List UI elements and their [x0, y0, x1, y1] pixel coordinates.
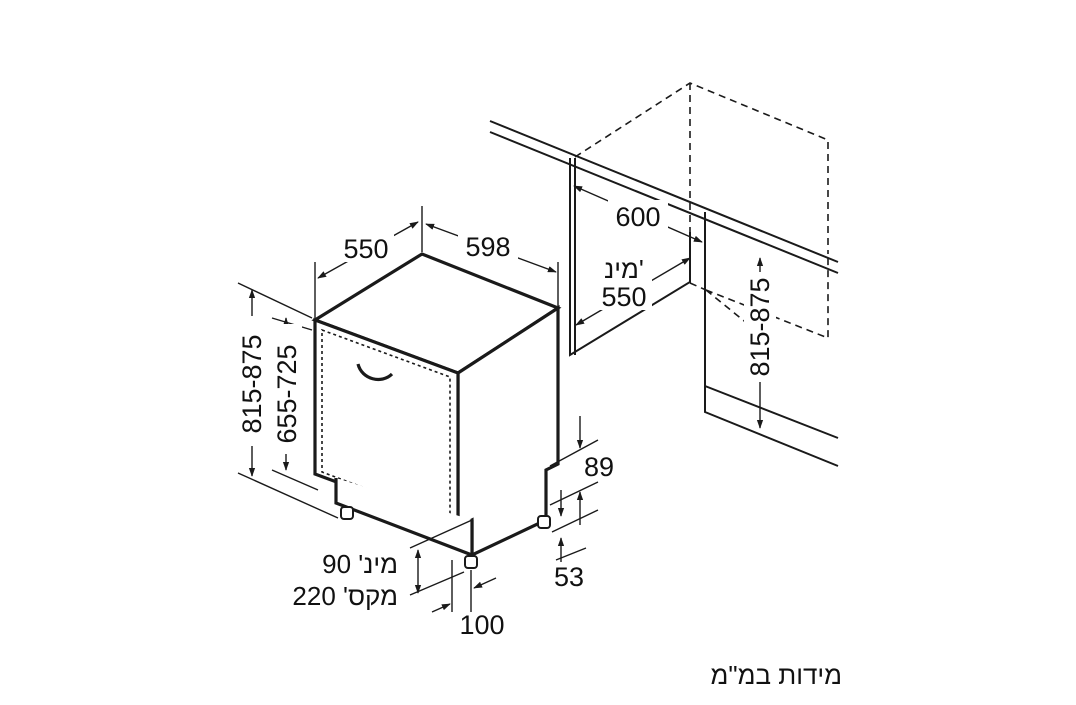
- label-niche-height: 815-875: [745, 277, 775, 376]
- label-width-598: 598: [465, 232, 510, 262]
- label-cabinet-depth-550: 550: [601, 282, 646, 312]
- label-cabinet-width-600: 600: [615, 202, 660, 232]
- units-note: מידות במ"מ: [711, 660, 842, 690]
- labels: 550 598 600 מינ' 550 815-875 815-875 655…: [236, 200, 842, 690]
- door-inner-outline: [321, 328, 451, 522]
- label-cabinet-min: מינ': [604, 254, 644, 284]
- right-side-panel: [704, 212, 839, 467]
- worktop-edge: [489, 120, 839, 274]
- dishwasher: [311, 252, 562, 569]
- niche-dashed-box: [574, 82, 829, 343]
- label-foot-offset-100: 100: [459, 610, 504, 640]
- label-depth-550: 550: [343, 234, 388, 264]
- cabinet-niche: [489, 82, 839, 467]
- door-handle-icon: [356, 363, 394, 382]
- label-unit-height: 815-875: [237, 334, 267, 433]
- foot-left: [340, 506, 354, 520]
- foot-right: [537, 515, 551, 529]
- label-door-height: 655-725: [272, 344, 302, 443]
- label-foot-max: מקס' 220: [292, 581, 398, 611]
- label-foot-min: מינ' 90: [322, 549, 398, 579]
- label-plinth-89: 89: [584, 452, 614, 482]
- label-plinth-53: 53: [554, 562, 584, 592]
- foot-front: [464, 555, 478, 569]
